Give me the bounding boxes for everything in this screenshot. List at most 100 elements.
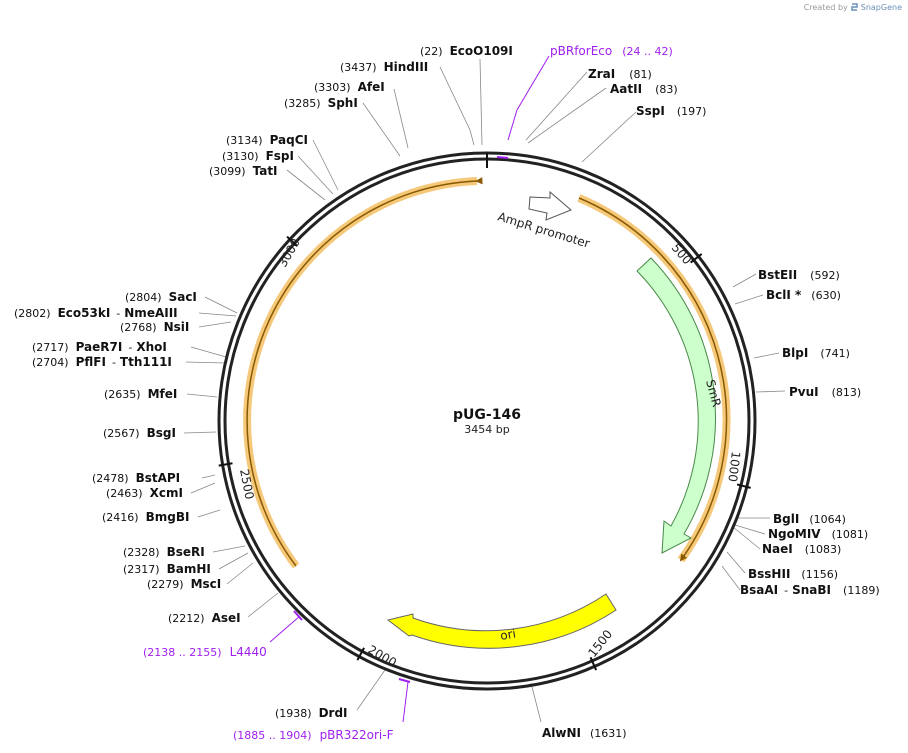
plasmid-name: pUG-146 — [453, 407, 521, 423]
tick-mark-2000 — [356, 647, 365, 661]
svg-text:(2328)BseRI: (2328)BseRI — [123, 545, 205, 559]
site-bsgi[interactable]: (2567)BsgI — [103, 426, 176, 440]
tick-mark-1500 — [589, 656, 598, 671]
svg-text:(3099)TatI: (3099)TatI — [209, 164, 278, 178]
site-afei[interactable]: (3303)AfeI — [314, 80, 385, 94]
primer-pbr322ori-f[interactable]: (1885 .. 1904)pBR322ori-F — [233, 728, 394, 742]
site-bgli[interactable]: BglI(1064) — [773, 512, 846, 526]
svg-text:(3285)SphI: (3285)SphI — [284, 96, 358, 110]
site-pflfi-tth111i[interactable]: (2704)PflFI-Tth111I — [32, 355, 172, 369]
site-paer7i-xhoi[interactable]: (2717)PaeR7I-XhoI — [32, 340, 167, 354]
feature-ori[interactable] — [386, 593, 617, 649]
svg-text:BlpI(741): BlpI(741) — [782, 346, 850, 360]
svg-text:(2717)PaeR7I-XhoI: (2717)PaeR7I-XhoI — [32, 340, 167, 354]
primer-labels: pBRforEco(24 .. 42) (2138 .. 2155)L4440 … — [143, 44, 673, 742]
svg-text:PvuI(813): PvuI(813) — [789, 385, 861, 399]
site-paqci[interactable]: (3134)PaqCI — [226, 133, 308, 147]
svg-text:(3134)PaqCI: (3134)PaqCI — [226, 133, 308, 147]
site-ngomiv[interactable]: NgoMIV(1081) — [768, 527, 868, 541]
primer-marks — [293, 156, 509, 683]
svg-text:BssHII(1156): BssHII(1156) — [748, 567, 838, 581]
site-bseri[interactable]: (2328)BseRI — [123, 545, 205, 559]
svg-text:(22)EcoO109I: (22)EcoO109I — [420, 44, 513, 58]
svg-text:BglI(1064): BglI(1064) — [773, 512, 846, 526]
tick-mark-2500 — [218, 462, 233, 467]
credit-brand: SnapGene — [860, 3, 902, 12]
site-bsteii[interactable]: BstEII(592) — [758, 268, 840, 282]
svg-text:NaeI(1083): NaeI(1083) — [762, 542, 841, 556]
site-labels: (22)EcoO109I (3437)HindIII (3303)AfeI (3… — [14, 44, 880, 740]
svg-text:(2212)AseI: (2212)AseI — [168, 611, 241, 625]
orange-arc-right — [577, 194, 731, 563]
tick-label-1000: 1000 — [725, 451, 743, 483]
site-sphi[interactable]: (3285)SphI — [284, 96, 358, 110]
feature-smr[interactable] — [636, 257, 717, 554]
site-bsaai-snabi[interactable]: BsaAI-SnaBI(1189) — [740, 583, 880, 597]
primer-l4440[interactable]: (2138 .. 2155)L4440 — [143, 645, 267, 659]
svg-text:(2416)BmgBI: (2416)BmgBI — [102, 510, 189, 524]
site-bmgbi[interactable]: (2416)BmgBI — [102, 510, 189, 524]
svg-text:(2279)MscI: (2279)MscI — [147, 577, 221, 591]
site-asei[interactable]: (2212)AseI — [168, 611, 241, 625]
site-xcmi[interactable]: (2463)XcmI — [106, 486, 183, 500]
svg-text:(1885 .. 1904)pBR322ori-F: (1885 .. 1904)pBR322ori-F — [233, 728, 394, 742]
primer-leaders — [269, 55, 550, 723]
orange-arc-left — [243, 177, 483, 569]
snapgene-logo-icon — [851, 3, 858, 11]
site-bsshii[interactable]: BssHII(1156) — [748, 567, 838, 581]
svg-text:ZraI(81): ZraI(81) — [588, 67, 652, 81]
svg-text:(1938)DrdI: (1938)DrdI — [275, 706, 348, 720]
tick-label-1500: 1500 — [585, 627, 615, 660]
site-zrai[interactable]: ZraI(81) — [588, 67, 652, 81]
snapgene-credit: Created by SnapGene — [804, 3, 902, 12]
svg-text:(2768)NsiI: (2768)NsiI — [120, 320, 189, 334]
site-eco53ki-nmeaiii[interactable]: (2802)Eco53kI-NmeAIII — [14, 306, 178, 320]
svg-text:(3130)FspI: (3130)FspI — [222, 149, 294, 163]
site-msci[interactable]: (2279)MscI — [147, 577, 221, 591]
site-nsii[interactable]: (2768)NsiI — [120, 320, 189, 334]
svg-text:(2802)Eco53kI-NmeAIII: (2802)Eco53kI-NmeAIII — [14, 306, 178, 320]
primer-pbrforeco[interactable]: pBRforEco(24 .. 42) — [550, 44, 673, 58]
site-pvui[interactable]: PvuI(813) — [789, 385, 861, 399]
site-sspi[interactable]: SspI(197) — [636, 104, 706, 118]
svg-text:(2567)BsgI: (2567)BsgI — [103, 426, 176, 440]
svg-text:BstEII(592): BstEII(592) — [758, 268, 840, 282]
site-bcli[interactable]: BclI *(630) — [766, 288, 841, 302]
plasmid-length: 3454 bp — [464, 423, 509, 436]
site-tati[interactable]: (3099)TatI — [209, 164, 278, 178]
site-drdi[interactable]: (1938)DrdI — [275, 706, 348, 720]
svg-text:AlwNI(1631): AlwNI(1631) — [542, 726, 627, 740]
site-blpi[interactable]: BlpI(741) — [782, 346, 850, 360]
site-naei[interactable]: NaeI(1083) — [762, 542, 841, 556]
site-bstapi[interactable]: (2478)BstAPI — [92, 471, 180, 485]
feature-label-ampr-promoter: AmpR promoter — [496, 209, 591, 250]
svg-text:AatII(83): AatII(83) — [610, 82, 678, 96]
tick-label-2500: 2500 — [237, 468, 257, 501]
svg-text:(3437)HindIII: (3437)HindIII — [340, 60, 428, 74]
svg-text:(2463)XcmI: (2463)XcmI — [106, 486, 183, 500]
svg-text:BsaAI-SnaBI(1189): BsaAI-SnaBI(1189) — [740, 583, 880, 597]
site-aatii[interactable]: AatII(83) — [610, 82, 678, 96]
site-mfei[interactable]: (2635)MfeI — [104, 387, 177, 401]
svg-text:(2635)MfeI: (2635)MfeI — [104, 387, 177, 401]
svg-text:NgoMIV(1081): NgoMIV(1081) — [768, 527, 868, 541]
site-alwni[interactable]: AlwNI(1631) — [542, 726, 627, 740]
site-fspi[interactable]: (3130)FspI — [222, 149, 294, 163]
svg-text:BclI *(630): BclI *(630) — [766, 288, 841, 302]
svg-text:(3303)AfeI: (3303)AfeI — [314, 80, 385, 94]
tick-mark-500 — [690, 253, 703, 264]
scale-ticks — [218, 235, 751, 671]
tick-label-2000: 2000 — [366, 642, 399, 669]
site-saci[interactable]: (2804)SacI — [125, 290, 197, 304]
svg-text:(2138 .. 2155)L4440: (2138 .. 2155)L4440 — [143, 645, 267, 659]
feature-label-smr: SmR — [703, 378, 724, 408]
site-ecoo109i[interactable]: (22)EcoO109I — [420, 44, 513, 58]
svg-text:(2317)BamHI: (2317)BamHI — [123, 562, 211, 576]
svg-text:SspI(197): SspI(197) — [636, 104, 706, 118]
site-bamhi[interactable]: (2317)BamHI — [123, 562, 211, 576]
site-hindiii[interactable]: (3437)HindIII — [340, 60, 428, 74]
leader-lines — [183, 58, 786, 723]
feature-ampr-promoter[interactable] — [528, 190, 572, 221]
svg-text:(2804)SacI: (2804)SacI — [125, 290, 197, 304]
